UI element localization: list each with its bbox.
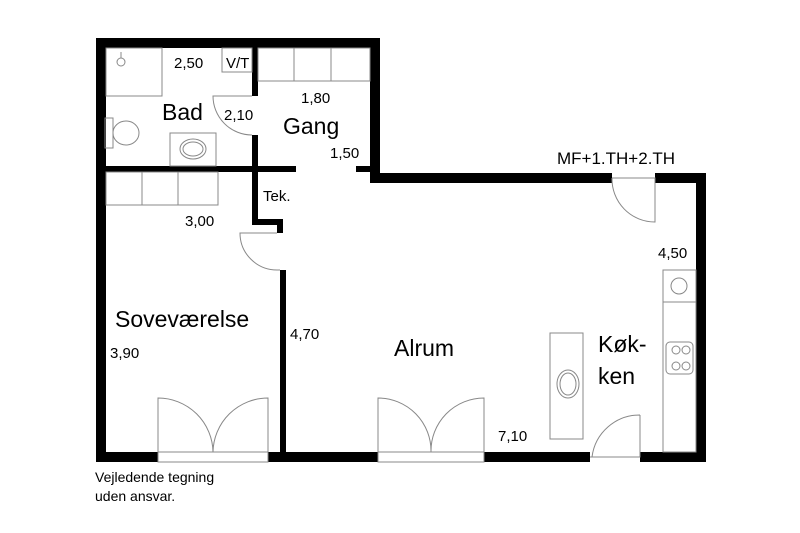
disclaimer-line-1: Vejledende tegning bbox=[95, 469, 215, 485]
kitchen-counter bbox=[662, 269, 697, 453]
disclaimer-line-2: uden ansvar. bbox=[95, 488, 176, 504]
toilet-icon bbox=[112, 120, 140, 146]
dim-sove-width: 3,00 bbox=[185, 213, 214, 230]
bath-sink bbox=[169, 132, 217, 167]
room-label-kokken-1: Køk- bbox=[598, 331, 647, 357]
gang-wardrobe bbox=[257, 47, 371, 82]
room-label-kokken-2: ken bbox=[598, 363, 635, 389]
vt-box bbox=[221, 47, 253, 73]
floor-label: MF+1.TH+2.TH bbox=[557, 149, 675, 168]
disclaimer: Vejledende tegning uden ansvar. bbox=[95, 468, 214, 506]
dim-alrum-width: 7,10 bbox=[498, 428, 527, 445]
dim-bad-width: 2,50 bbox=[174, 55, 203, 72]
shower bbox=[105, 47, 163, 97]
room-label-tek: Tek. bbox=[263, 188, 291, 205]
walls bbox=[96, 38, 706, 462]
fan-icon bbox=[670, 277, 688, 295]
dim-alrum-depth: 4,70 bbox=[290, 326, 319, 343]
doors bbox=[157, 95, 656, 463]
dim-gang-depth: 1,50 bbox=[330, 145, 359, 162]
room-label-bad: Bad bbox=[162, 99, 203, 125]
room-label-sovevaerelse: Soveværelse bbox=[115, 306, 249, 332]
stove-icon bbox=[665, 341, 694, 375]
room-label-alrum: Alrum bbox=[394, 335, 454, 361]
dim-sove-depth: 3,90 bbox=[110, 345, 139, 362]
dim-gang-width: 1,80 bbox=[301, 90, 330, 107]
dim-kokken-depth: 4,50 bbox=[658, 245, 687, 262]
shower-head-icon bbox=[116, 57, 126, 67]
fixtures bbox=[104, 47, 697, 453]
dim-bad-depth: 2,10 bbox=[224, 107, 253, 124]
bedroom-wardrobe bbox=[105, 171, 219, 206]
room-label-gang: Gang bbox=[283, 113, 339, 139]
kitchen-island bbox=[549, 332, 584, 440]
vt-label: V/T bbox=[226, 55, 249, 72]
